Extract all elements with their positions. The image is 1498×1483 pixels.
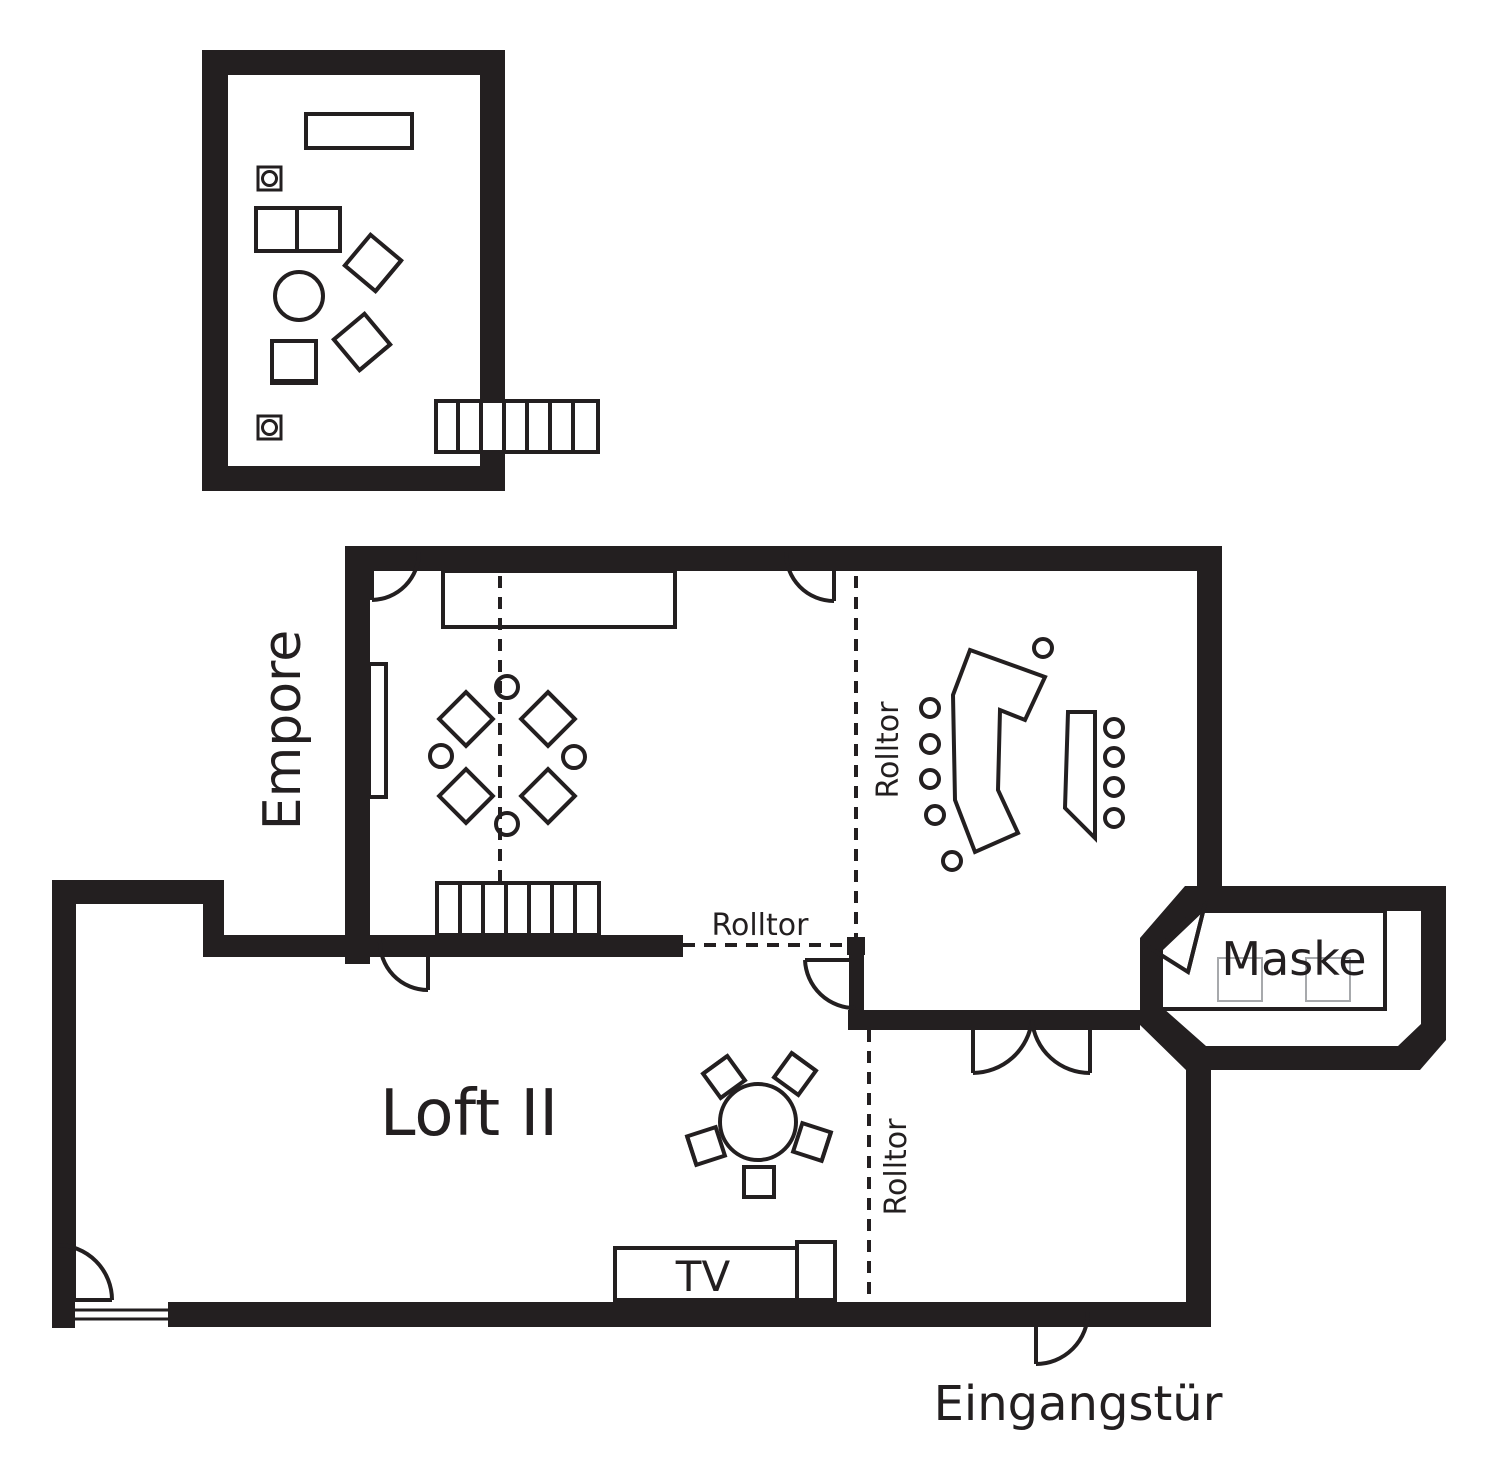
- door-entrance: [1034, 1311, 1090, 1366]
- door-upper-left-corner: [370, 551, 421, 602]
- label-tv: TV: [675, 1252, 731, 1301]
- stairs-main: [435, 881, 601, 937]
- empore-round-table: [273, 270, 325, 322]
- label-entrance: Eingangstür: [934, 1376, 1223, 1432]
- empore-sofa: [254, 206, 342, 253]
- empore-speaker-bottom: [256, 414, 283, 441]
- door-empore-to-loft: [377, 939, 430, 993]
- door-loft-left: [55, 1243, 168, 1321]
- empore-armchair-3: [270, 339, 318, 385]
- label-rolltor-top: Rolltor: [871, 701, 906, 799]
- doors: [55, 551, 1209, 1366]
- bar-area: [919, 637, 1125, 872]
- door-maske: [1146, 898, 1209, 976]
- maske-counter: [1163, 909, 1387, 1011]
- upper-left-furniture: [367, 569, 677, 937]
- empore-armchair-1: [342, 232, 404, 294]
- door-upper-middle: [783, 551, 836, 603]
- bar-counter: [950, 647, 1048, 855]
- door-loft-to-right-room: [803, 958, 858, 1011]
- high-table: [1062, 710, 1097, 843]
- empore-stairs: [434, 399, 600, 454]
- label-rolltor-mid: Rolltor: [712, 908, 810, 943]
- tv-console: [613, 1240, 837, 1302]
- label-loft: Loft II: [380, 1077, 558, 1151]
- walls: [52, 546, 1446, 1328]
- long-bench: [441, 569, 677, 629]
- label-rolltor-bottom: Rolltor: [879, 1118, 914, 1216]
- label-empore: Empore: [253, 630, 313, 831]
- empore-sideboard: [304, 112, 414, 150]
- door-double: [971, 1019, 1092, 1076]
- empore-speaker-top: [256, 165, 283, 192]
- lounge-group: [428, 674, 587, 837]
- wall-shelf: [367, 662, 388, 799]
- loft-furniture: [613, 1050, 837, 1302]
- empore-armchair-2: [331, 311, 393, 373]
- round-dining-table: [718, 1082, 798, 1162]
- empore-room: [202, 50, 600, 491]
- label-maske: Maske: [1221, 932, 1366, 986]
